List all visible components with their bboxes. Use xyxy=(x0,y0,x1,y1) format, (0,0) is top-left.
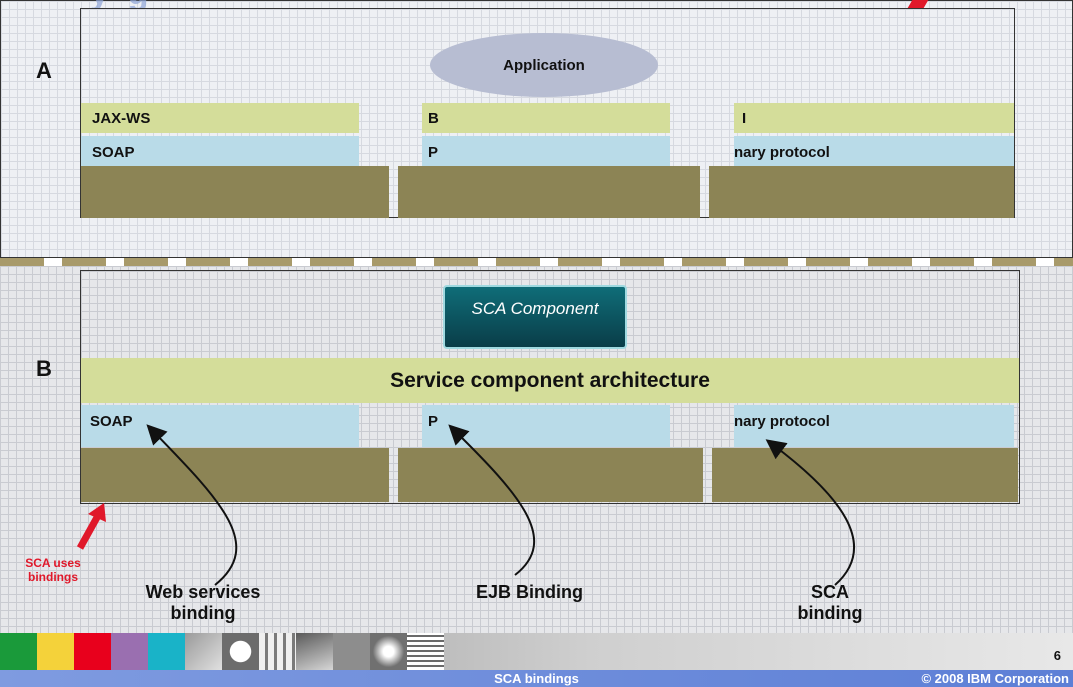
swatch-cyan xyxy=(148,633,185,670)
a-row2-seg3 xyxy=(734,136,1014,166)
sca-component-box: SCA Component xyxy=(443,285,627,349)
panel-a-letter: A xyxy=(36,58,52,83)
ejb-binding-label: EJB Binding xyxy=(476,582,583,602)
jaxws-label: JAX-WS xyxy=(92,110,151,127)
red-callout-arrow xyxy=(76,510,104,550)
a-row3-seg3 xyxy=(709,166,1014,218)
web-services-binding-label: Web services binding xyxy=(145,582,261,623)
a-row1-mid-label: B xyxy=(428,110,439,127)
a-row2-right-label: nary protocol xyxy=(734,144,830,161)
a-row1-seg1 xyxy=(81,103,359,133)
panel-divider xyxy=(0,258,1073,266)
b-row-right-label: nary protocol xyxy=(734,413,830,430)
sca-component-label: SCA Component xyxy=(471,299,599,318)
swatch-yellow xyxy=(37,633,74,670)
a-row3-seg1 xyxy=(81,166,389,218)
photo-tile-5 xyxy=(333,633,370,670)
sca-arrow xyxy=(765,439,855,586)
b-olive-seg3 xyxy=(712,448,1018,502)
a-row2-mid-label: P xyxy=(428,144,439,161)
photo-tile-2 xyxy=(222,633,259,670)
b-row-seg1 xyxy=(81,405,359,447)
photo-tile-7 xyxy=(407,633,444,670)
a-soap-label: SOAP xyxy=(92,144,135,161)
a-row2-seg2 xyxy=(422,136,670,166)
a-row1-seg2 xyxy=(422,103,670,133)
a-row3-seg2 xyxy=(398,166,700,218)
footer-copyright: © 2008 IBM Corporation xyxy=(921,671,1069,686)
b-row-mid-label: P xyxy=(428,413,439,430)
sca-bar-label: Service component architecture xyxy=(390,368,710,392)
swatch-red xyxy=(74,633,111,670)
footer-swatches xyxy=(0,633,444,670)
web-services-arrow xyxy=(146,424,238,586)
a-row2-seg1 xyxy=(81,136,359,166)
b-olive-seg1 xyxy=(81,448,389,502)
photo-tile-4 xyxy=(296,633,333,670)
sca-binding-label: SCA binding xyxy=(797,582,863,623)
photo-tile-6 xyxy=(370,633,407,670)
b-soap-label: SOAP xyxy=(90,413,133,430)
page-number: 6 xyxy=(1053,648,1061,663)
a-row1-seg3 xyxy=(734,103,1014,133)
application-label: Application xyxy=(503,56,585,74)
b-olive-seg2 xyxy=(398,448,703,502)
a-row1-right-label: I xyxy=(742,110,747,127)
footer-bar xyxy=(0,670,1073,687)
panel-b-letter: B xyxy=(36,356,52,381)
photo-tile-3 xyxy=(259,633,296,670)
sca-bar: Service component architecture xyxy=(81,358,1019,403)
swatch-purple xyxy=(111,633,148,670)
sca-uses-bindings-callout: SCA uses bindings xyxy=(25,556,81,584)
photo-tile-1 xyxy=(185,633,222,670)
ejb-arrow xyxy=(448,424,535,576)
swatch-green xyxy=(0,633,37,670)
footer-title: SCA bindings xyxy=(494,671,579,686)
application-oval: Application xyxy=(430,33,658,97)
